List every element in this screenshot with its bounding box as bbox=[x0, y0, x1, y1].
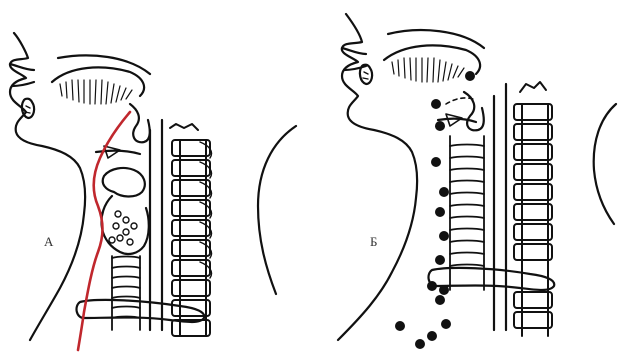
face-profile-b bbox=[338, 14, 417, 340]
trachea-a bbox=[112, 256, 140, 330]
palate-hatching-a bbox=[60, 80, 132, 104]
esophagus-a bbox=[150, 120, 162, 330]
lymph-node-marker bbox=[435, 255, 445, 265]
lymph-node-marker bbox=[441, 319, 451, 329]
panel-label-a: А bbox=[44, 234, 54, 249]
lymph-node-marker bbox=[439, 285, 449, 295]
lymph-node-marker bbox=[427, 281, 437, 291]
lymph-node-marker bbox=[439, 231, 449, 241]
panel-b: Б bbox=[338, 14, 616, 349]
panel-label-b: Б bbox=[370, 234, 377, 249]
lymph-node-marker bbox=[415, 339, 425, 349]
surgical-line-a bbox=[78, 112, 130, 350]
thyroid-cartilage-a bbox=[103, 168, 145, 197]
pharynx-a bbox=[130, 104, 150, 142]
nape-a bbox=[258, 126, 296, 294]
lymph-node-marker bbox=[431, 157, 441, 167]
lymph-node-marker bbox=[427, 331, 437, 341]
spine-b bbox=[514, 82, 552, 336]
lymph-node-marker bbox=[435, 207, 445, 217]
lymph-node-markers bbox=[395, 71, 475, 349]
spine-a bbox=[170, 124, 212, 336]
pharynx-b bbox=[464, 92, 484, 130]
nape-b bbox=[594, 104, 616, 224]
dashed-path-b bbox=[446, 98, 476, 104]
palate-hatching-b bbox=[392, 58, 464, 82]
lymph-node-marker bbox=[431, 99, 441, 109]
lymph-node-marker bbox=[465, 71, 475, 81]
lymph-node-marker bbox=[435, 295, 445, 305]
tooth-b bbox=[360, 65, 372, 84]
esophagus-b bbox=[494, 84, 506, 330]
lymph-node-marker bbox=[395, 321, 405, 331]
cartilage-dots-a bbox=[109, 211, 137, 245]
lymph-node-marker bbox=[435, 121, 445, 131]
panel-a: А bbox=[10, 33, 296, 350]
face-profile-a bbox=[10, 33, 85, 340]
lymph-node-marker bbox=[439, 187, 449, 197]
